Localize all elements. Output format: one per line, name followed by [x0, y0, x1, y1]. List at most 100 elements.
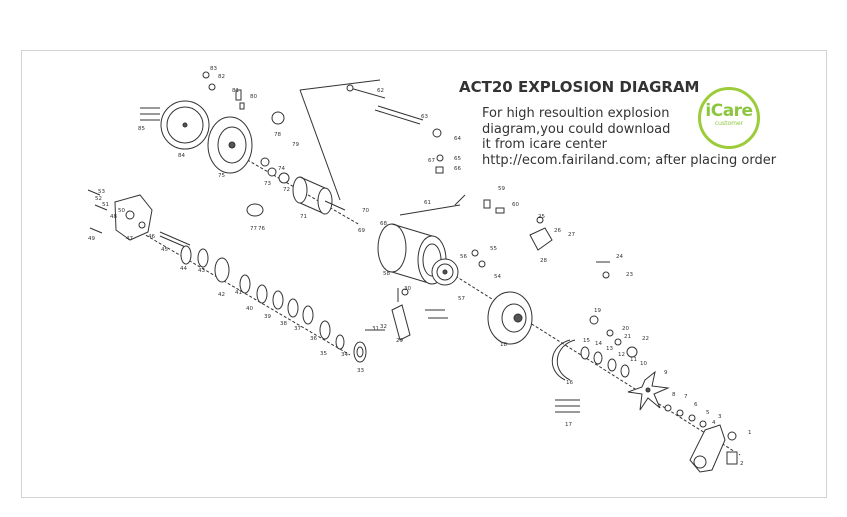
- part-label: 52: [95, 196, 102, 202]
- part-label: 78: [274, 132, 281, 138]
- part-label: 40: [246, 306, 253, 312]
- part-label: 82: [218, 74, 225, 80]
- part-label: 63: [421, 114, 428, 120]
- part-label: 31: [372, 326, 379, 332]
- description-line: diagram,you could download: [482, 121, 671, 137]
- part-label: 27: [568, 232, 575, 238]
- part-label: 29: [396, 338, 403, 344]
- icare-logo: iCare customer: [698, 87, 760, 149]
- part-label: 11: [630, 357, 637, 363]
- part-label: 43: [198, 268, 205, 274]
- part-label: 1: [748, 430, 752, 436]
- part-label: 19: [594, 308, 601, 314]
- frame-plate-part-75: [207, 116, 253, 174]
- part-label: 37: [294, 326, 301, 332]
- part-label: 20: [622, 326, 629, 332]
- part-label: 50: [118, 208, 125, 214]
- part-label: 59: [498, 186, 505, 192]
- part-label: 7: [684, 394, 688, 400]
- part-label: 18: [500, 342, 507, 348]
- description-line: For high resoultion explosion: [482, 106, 670, 121]
- part-label: 70: [362, 208, 369, 214]
- part-label: 13: [606, 346, 613, 352]
- part-label: 30: [404, 286, 411, 292]
- part-label: 74: [278, 166, 285, 172]
- left-screws-48-53: [87, 189, 108, 234]
- part-label: 79: [292, 142, 299, 148]
- part-label: 39: [264, 314, 271, 320]
- part-label: 60: [512, 202, 519, 208]
- part-label: 17: [565, 422, 572, 428]
- part-label: 9: [664, 370, 668, 376]
- part-label: 68: [380, 221, 387, 227]
- part-label: 54: [494, 274, 501, 280]
- part-label: 69: [358, 228, 365, 234]
- part-label: 33: [357, 368, 364, 374]
- part-label: 6: [694, 402, 698, 408]
- part-label: 56: [460, 254, 467, 260]
- part-label: 75: [218, 173, 225, 179]
- part-label: 44: [180, 266, 187, 272]
- part-label: 85: [138, 126, 145, 132]
- part-label: 3: [718, 414, 722, 420]
- level-wind-parts-62-67: [346, 84, 444, 174]
- handle-part-3: [689, 424, 726, 473]
- clutch-parts-28-32: [365, 288, 411, 341]
- right-side-plate-part-18: [487, 291, 533, 345]
- part-label: 10: [640, 361, 647, 367]
- left-plate-part-47: [114, 194, 153, 241]
- part-label: 66: [454, 166, 461, 172]
- part-label: 45: [161, 247, 168, 253]
- description-text: For high resoultion explosion diagram,yo…: [482, 106, 776, 168]
- part-label: 8: [672, 392, 676, 398]
- part-label: 65: [454, 156, 461, 162]
- part-label: 81: [232, 88, 239, 94]
- part-label: 67: [428, 158, 435, 164]
- part-label: 55: [490, 246, 497, 252]
- part-label: 64: [454, 136, 461, 142]
- part-label: 15: [583, 338, 590, 344]
- part-label: 51: [102, 202, 109, 208]
- screws-part-17: [555, 399, 580, 413]
- logo-brand: iCare: [705, 101, 753, 121]
- part-label: 25: [538, 214, 545, 220]
- washers-parts-34-44: [180, 245, 345, 350]
- part-label: 35: [320, 351, 327, 357]
- logo-sub: customer: [714, 120, 744, 127]
- part-label: 38: [280, 321, 287, 327]
- part-label: 77: [250, 226, 257, 232]
- parts-54-61: [425, 199, 505, 319]
- part-label: 21: [624, 334, 631, 340]
- part-label: 83: [210, 66, 217, 72]
- description-line: http://ecom.fairiland.com; after placing…: [482, 152, 777, 168]
- part-label: 36: [310, 336, 317, 342]
- small-parts-76-83: [202, 71, 290, 217]
- part-label: 2: [740, 461, 744, 467]
- part-label: 32: [380, 324, 387, 330]
- part-label: 53: [98, 189, 105, 195]
- diagram-title: ACT20 EXPLOSION DIAGRAM: [459, 78, 700, 96]
- screws-part-85: [140, 107, 160, 121]
- part-label: 4: [712, 420, 716, 426]
- part-label: 22: [642, 336, 649, 342]
- part-label: 24: [616, 254, 623, 260]
- part-label: 80: [250, 94, 257, 100]
- part-label: 71: [300, 214, 307, 220]
- handle-knob-parts-1-2: [726, 431, 738, 465]
- drag-washers-10-15: [580, 346, 630, 378]
- part-label: 46: [148, 234, 155, 240]
- part-label: 58: [383, 271, 390, 277]
- part-label: 47: [126, 236, 133, 242]
- part-label: 12: [618, 352, 625, 358]
- part-label: 84: [178, 153, 185, 159]
- part-label: 14: [595, 341, 602, 347]
- part-label: 62: [377, 88, 384, 94]
- part-label: 41: [235, 290, 242, 296]
- part-label: 34: [341, 352, 348, 358]
- part-label: 16: [566, 380, 573, 386]
- part-label: 72: [283, 187, 290, 193]
- part-label: 48: [110, 214, 117, 220]
- part-label: 61: [424, 200, 431, 206]
